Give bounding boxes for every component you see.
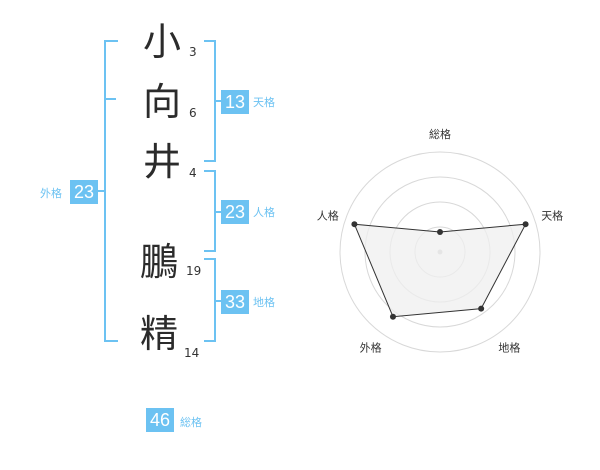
stroke-count-2: 6 [189,106,197,120]
jinkaku-label: 人格 [253,206,275,219]
radar-point-1 [522,221,529,228]
name-char-4: 鵬 [140,240,179,284]
radar-axis-label-2: 地格 [498,341,520,355]
radar-axis-label-4: 人格 [317,209,339,223]
jinkaku-value: 23 [221,200,250,224]
soukaku-value: 46 [146,408,175,432]
stroke-count-4: 19 [186,264,202,278]
radar-point-0 [437,229,443,235]
gaikaku-label: 外格 [40,187,62,200]
chikaku-label: 地格 [253,296,275,309]
radar-axis-label-0: 総格 [429,127,451,141]
radar-point-3 [389,313,396,320]
radar-axis-label-3: 外格 [360,341,382,355]
chikaku-connector [214,300,222,302]
radar-series-area [353,223,527,318]
name-char-2: 向 [143,80,182,124]
name-char-1: 小 [143,20,182,64]
name-char-5: 精 [140,312,179,356]
stroke-count-3: 4 [189,166,197,180]
stroke-count-5: 14 [184,346,200,360]
jinkaku-connector [214,211,222,213]
radar-axis-label-1: 天格 [541,209,563,223]
chikaku-value: 33 [221,290,250,314]
tenkaku-label: 天格 [253,96,275,109]
soukaku-label: 総格 [180,416,202,429]
radar-grid-ring [364,176,516,328]
tenkaku-connector [214,100,222,102]
gaikaku-value: 23 [70,180,99,204]
gaikaku-mid-tick [104,98,116,100]
stroke-count-1: 3 [189,45,197,59]
gaikaku-connector [96,190,106,192]
name-char-3: 井 [143,140,182,184]
radar-grid-ring [339,151,541,353]
radar-point-4 [351,221,358,228]
tenkaku-value: 13 [221,90,250,114]
radar-point-2 [478,305,485,312]
gaikaku-bracket [104,40,118,342]
